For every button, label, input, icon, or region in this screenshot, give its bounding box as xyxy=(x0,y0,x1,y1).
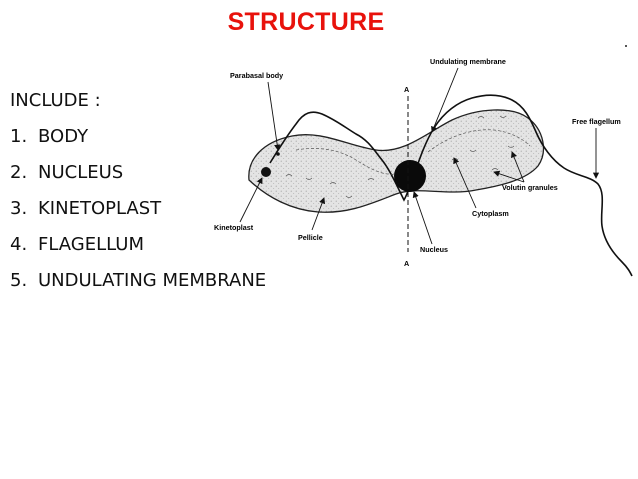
kinetoplast-label: Kinetoplast xyxy=(214,223,254,232)
volutin-granules-label: Volutin granules xyxy=(502,183,558,192)
list-item-label: KINETOPLAST xyxy=(38,198,162,219)
list-item: 5. UNDULATING MEMBRANE xyxy=(10,270,370,306)
list-item: 4. FLAGELLUM xyxy=(10,234,370,270)
section-label-bottom: A xyxy=(404,259,409,268)
undulating-membrane xyxy=(269,94,633,277)
list-item-number: 4. xyxy=(10,234,28,255)
volutin-granules-leader xyxy=(511,151,525,183)
kinetoplast-leader xyxy=(239,177,263,223)
slide-title: STRUCTURE xyxy=(227,8,385,36)
membrane-ridge xyxy=(427,129,531,153)
list-item: 2. NUCLEUS xyxy=(10,162,370,198)
list-item-number: 5. xyxy=(10,270,28,291)
list-item-label: UNDULATING MEMBRANE xyxy=(38,270,267,291)
pellicle-leader xyxy=(311,197,326,231)
list-item-label: NUCLEUS xyxy=(38,162,124,183)
cytoplasm-label: Cytoplasm xyxy=(472,209,509,218)
list-item: 1. BODY xyxy=(10,126,370,162)
free-flagellum-label: Free flagellum xyxy=(572,117,621,126)
list-item-label: BODY xyxy=(38,126,89,147)
undulating-membrane-leader xyxy=(431,67,459,133)
list-item-number: 2. xyxy=(10,162,28,183)
cytoplasm-leader xyxy=(453,157,477,209)
volutin-granules-leader xyxy=(493,170,525,183)
nucleus-circle xyxy=(394,160,426,192)
decorative-dot xyxy=(625,45,627,47)
parabasal-body-leader xyxy=(267,81,281,151)
pellicle-label: Pellicle xyxy=(298,233,323,242)
undulating-membrane-label: Undulating membrane xyxy=(430,57,506,66)
parabasal-body-label: Parabasal body xyxy=(230,71,283,80)
section-label-top: A xyxy=(404,85,409,94)
cell-body xyxy=(248,109,545,213)
list-item: 3. KINETOPLAST xyxy=(10,198,370,234)
include-heading: INCLUDE : xyxy=(10,90,101,111)
membrane-ridge xyxy=(295,148,399,175)
nucleus-label: Nucleus xyxy=(420,245,448,254)
kinetoplast-dot xyxy=(261,167,271,177)
structure-list: INCLUDE : 1. BODY 2. NUCLEUS 3. KINETOPLAST… xyxy=(10,90,370,306)
parabasal-body-dot xyxy=(276,152,280,156)
list-item-label: FLAGELLUM xyxy=(38,234,144,255)
nucleus-leader xyxy=(412,191,433,245)
list-item-number: 1. xyxy=(10,126,28,147)
list-item-number: 3. xyxy=(10,198,28,219)
